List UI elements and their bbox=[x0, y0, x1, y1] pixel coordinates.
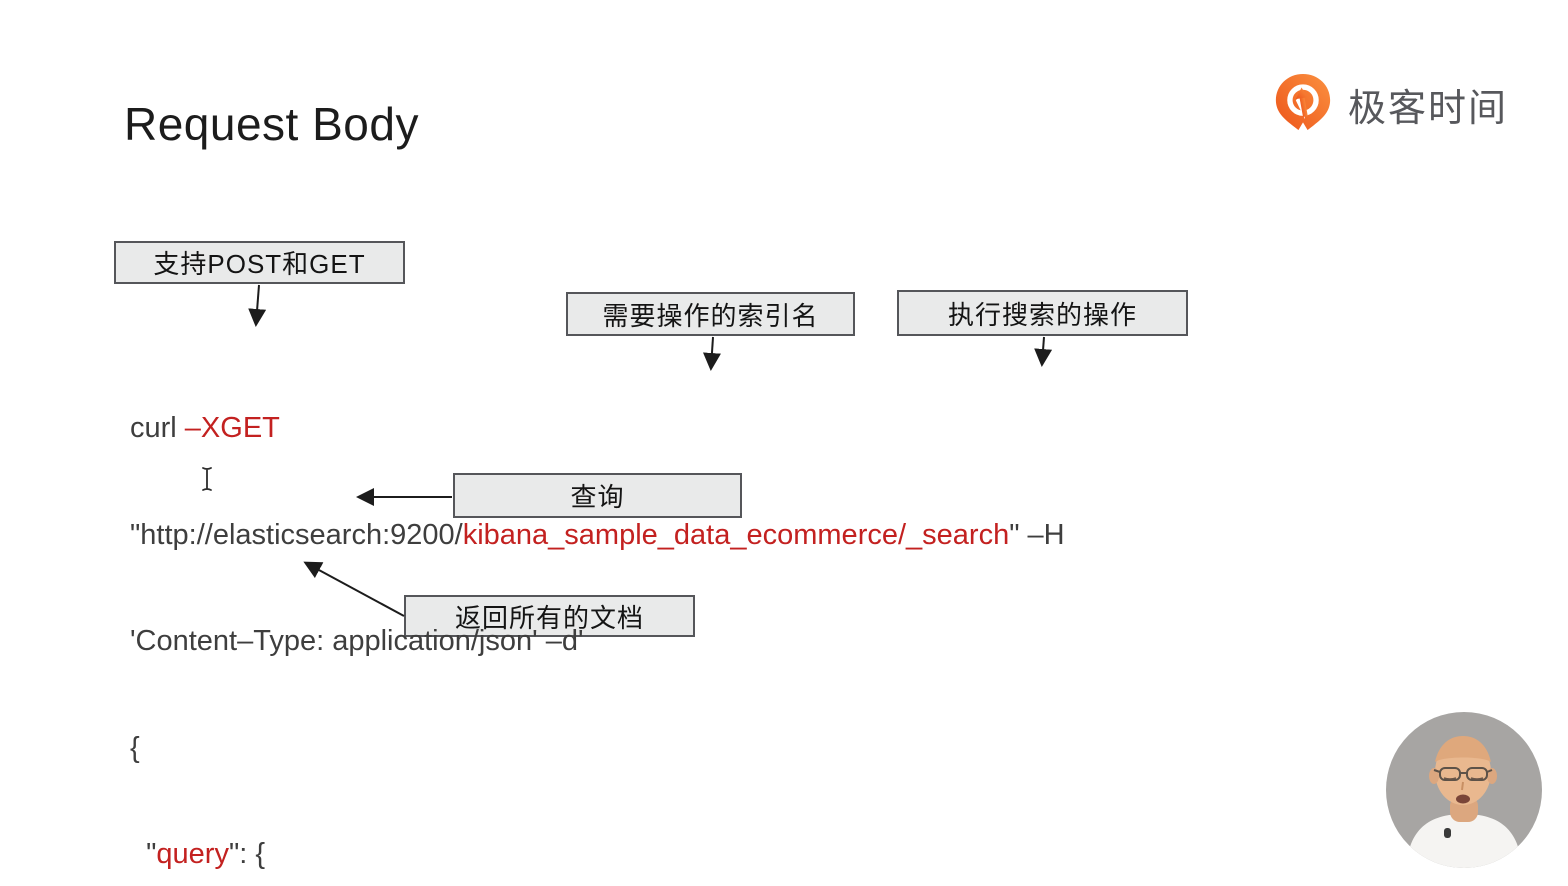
callout-search-operation: 执行搜索的操作 bbox=[897, 290, 1188, 336]
callout-label: 返回所有的文档 bbox=[454, 602, 644, 633]
callout-label: 需要操作的索引名 bbox=[602, 300, 819, 331]
callout-label: 支持POST和GET bbox=[153, 249, 366, 279]
page-title: Request Body bbox=[124, 98, 419, 150]
code-line: "query": { bbox=[130, 838, 266, 870]
code-line: { bbox=[130, 731, 140, 764]
geektime-logo-icon bbox=[1275, 73, 1331, 136]
brand-logo: 极客时间 bbox=[1272, 72, 1508, 136]
code-line: curl –XGET bbox=[130, 412, 280, 444]
callout-query: 查询 bbox=[453, 473, 742, 518]
presenter-webcam bbox=[1386, 712, 1542, 868]
callout-label: 执行搜索的操作 bbox=[947, 299, 1137, 330]
glasses bbox=[1433, 767, 1493, 781]
code-line: "http://elasticsearch:9200/kibana_sample… bbox=[130, 518, 1065, 551]
callout-label: 查询 bbox=[570, 482, 625, 512]
brand-name: 极客时间 bbox=[1348, 87, 1509, 130]
lapel-mic bbox=[1444, 828, 1451, 838]
code-line: 'Content–Type: application/json' –d' bbox=[130, 625, 584, 657]
callout-index-name: 需要操作的索引名 bbox=[566, 292, 855, 336]
callout-supports-post-get: 支持POST和GET bbox=[114, 241, 405, 284]
arrow-post-get bbox=[248, 284, 267, 327]
curl-command: curl –XGET "http://elasticsearch:9200/ki… bbox=[130, 340, 1065, 886]
callout-return-all-docs: 返回所有的文档 bbox=[404, 595, 695, 637]
text-cursor-icon bbox=[202, 467, 212, 491]
